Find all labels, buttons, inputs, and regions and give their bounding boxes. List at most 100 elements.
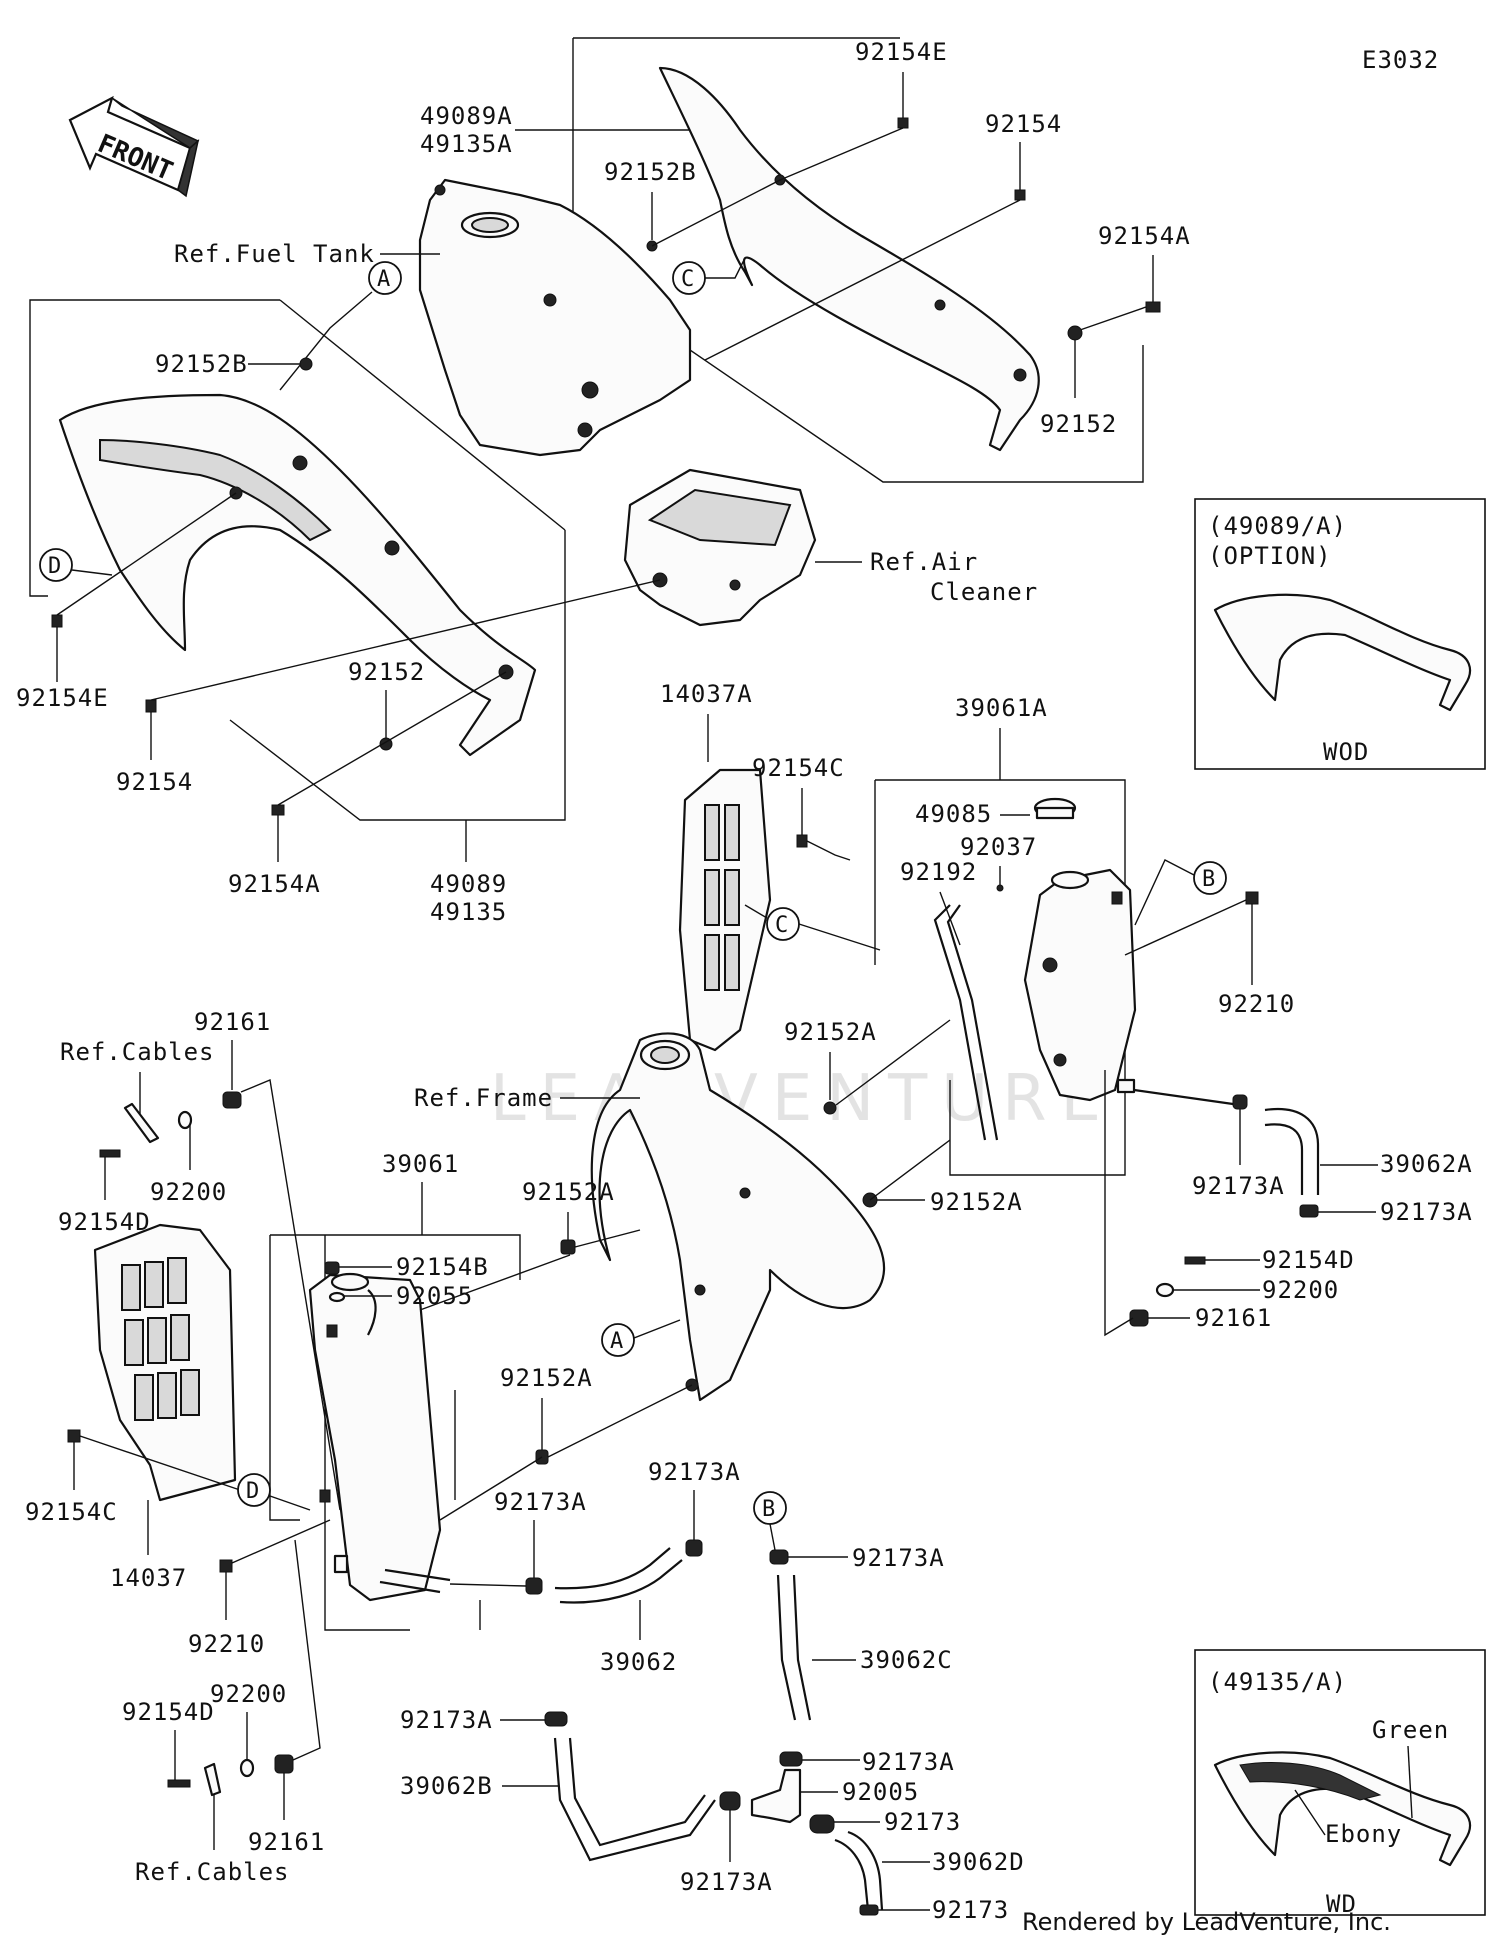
label-92154E-top: 92154E <box>855 38 948 66</box>
label-92200-right: 92200 <box>1262 1276 1339 1304</box>
label-49089: 49089 <box>430 870 507 898</box>
wd-color-green: Green <box>1372 1716 1449 1744</box>
callout-B-right-text: B <box>1202 867 1215 892</box>
label-92152B-left: 92152B <box>155 350 248 378</box>
label-92173A-c2: 92173A <box>648 1458 741 1486</box>
label-92005: 92005 <box>842 1778 919 1806</box>
label-92152-mid: 92152 <box>348 658 425 686</box>
label-92173A-r1: 92173A <box>1192 1172 1285 1200</box>
label-92173A-c1: 92173A <box>494 1488 587 1516</box>
label-92154E-left: 92154E <box>16 684 109 712</box>
ref-air-cleaner-label-1: Ref.Air <box>870 548 978 576</box>
radiator-left <box>308 1272 442 1602</box>
label-92152A-3: 92152A <box>522 1178 615 1206</box>
callout-C-top-text: C <box>681 267 694 292</box>
label-92200-bottom: 92200 <box>210 1680 287 1708</box>
shroud-right-group <box>515 37 1144 483</box>
ref-air-cleaner-label-2: Cleaner <box>930 578 1038 606</box>
callout-D-left-rad <box>237 1473 271 1507</box>
ref-frame-label: Ref.Frame <box>414 1084 553 1112</box>
label-92152B-top: 92152B <box>604 158 697 186</box>
ref-cables-bottom-label: Ref.Cables <box>135 1858 290 1886</box>
label-49085: 49085 <box>915 800 992 828</box>
label-92152A-4: 92152A <box>500 1364 593 1392</box>
ref-fuel-tank-label: Ref.Fuel Tank <box>174 240 375 268</box>
label-92210-right: 92210 <box>1218 990 1295 1018</box>
label-39061A: 39061A <box>955 694 1048 722</box>
label-92210-left: 92210 <box>188 1630 265 1658</box>
label-92154D-right: 92154D <box>1262 1246 1355 1274</box>
callout-A-top <box>368 261 402 295</box>
callout-C-mid-text: C <box>775 913 788 938</box>
label-92161-bottom: 92161 <box>248 1828 325 1856</box>
air-cleaner-ref <box>623 468 817 627</box>
wd-color-ebony: Ebony <box>1325 1820 1402 1848</box>
label-49089A: 49089A <box>420 102 513 130</box>
wod-title-2: (OPTION) <box>1208 542 1332 570</box>
callout-A-frame <box>601 1323 635 1357</box>
label-92173A-c4: 92173A <box>862 1748 955 1776</box>
label-39062C: 39062C <box>860 1646 953 1674</box>
label-92154-top: 92154 <box>985 110 1062 138</box>
callout-D-left <box>39 548 73 582</box>
frame-ref <box>590 1032 886 1402</box>
front-arrow-icon: FRONT <box>68 95 200 198</box>
label-92173-1: 92173 <box>884 1808 961 1836</box>
label-92154B: 92154B <box>396 1253 489 1281</box>
label-92154C-left: 92154C <box>25 1498 118 1526</box>
label-92200-top: 92200 <box>150 1178 227 1206</box>
shroud-left-group <box>29 299 566 821</box>
label-92161-right: 92161 <box>1195 1304 1272 1332</box>
label-92055: 92055 <box>396 1282 473 1310</box>
label-92154C-right: 92154C <box>752 754 845 782</box>
label-92173A-c5: 92173A <box>400 1706 493 1734</box>
option-box-wod: (49089/A) (OPTION) WOD <box>1194 498 1486 770</box>
label-92173-2: 92173 <box>932 1896 1009 1924</box>
label-49135: 49135 <box>430 898 507 926</box>
label-92192: 92192 <box>900 858 977 886</box>
label-92037: 92037 <box>960 833 1037 861</box>
callout-B-lower-text: B <box>762 1497 775 1522</box>
ref-cables-top-label: Ref.Cables <box>60 1038 215 1066</box>
label-49135A: 49135A <box>420 130 513 158</box>
callout-A-top-text: A <box>377 267 390 292</box>
fuel-tank-ref <box>418 178 692 457</box>
label-39061: 39061 <box>382 1150 459 1178</box>
label-92173A-r2: 92173A <box>1380 1198 1473 1226</box>
radiator-right <box>1023 868 1137 1102</box>
wod-title-1: (49089/A) <box>1208 512 1347 540</box>
wd-caption: WD <box>1326 1890 1357 1918</box>
wd-title: (49135/A) <box>1208 1668 1347 1696</box>
label-92154A-top: 92154A <box>1098 222 1191 250</box>
shroud-right-part <box>658 66 1040 452</box>
label-92154-left: 92154 <box>116 768 193 796</box>
callout-D-left-text: D <box>48 554 61 579</box>
callout-B-right <box>1193 861 1227 895</box>
label-92152A-1: 92152A <box>784 1018 877 1046</box>
watermark: LEADVENTURE <box>490 1062 1115 1136</box>
label-14037: 14037 <box>110 1564 187 1592</box>
label-92154D-bottom: 92154D <box>122 1698 215 1726</box>
label-92154A-left: 92154A <box>228 870 321 898</box>
label-92154D-top: 92154D <box>58 1208 151 1236</box>
radiator-shroud-right <box>678 768 772 1052</box>
label-92173A-c6: 92173A <box>680 1868 773 1896</box>
wod-caption: WOD <box>1323 738 1369 766</box>
label-39062A: 39062A <box>1380 1150 1473 1178</box>
option-box-wd: (49135/A) Green Ebony WD <box>1194 1649 1486 1918</box>
label-39062: 39062 <box>600 1648 677 1676</box>
diagram-code: E3032 <box>1362 46 1439 74</box>
label-39062B: 39062B <box>400 1772 493 1800</box>
credit-text: Rendered by LeadVenture, Inc. <box>1022 1908 1391 1936</box>
label-92152A-2: 92152A <box>930 1188 1023 1216</box>
label-39062D: 39062D <box>932 1848 1025 1876</box>
shroud-left-part <box>58 393 537 757</box>
callout-A-frame-text: A <box>610 1329 623 1354</box>
label-14037A: 14037A <box>660 680 753 708</box>
label-92152-top: 92152 <box>1040 410 1117 438</box>
radiator-shroud-left <box>93 1223 237 1502</box>
label-92161-top: 92161 <box>194 1008 271 1036</box>
label-92173A-c3: 92173A <box>852 1544 945 1572</box>
callout-D-left-rad-text: D <box>246 1479 259 1504</box>
